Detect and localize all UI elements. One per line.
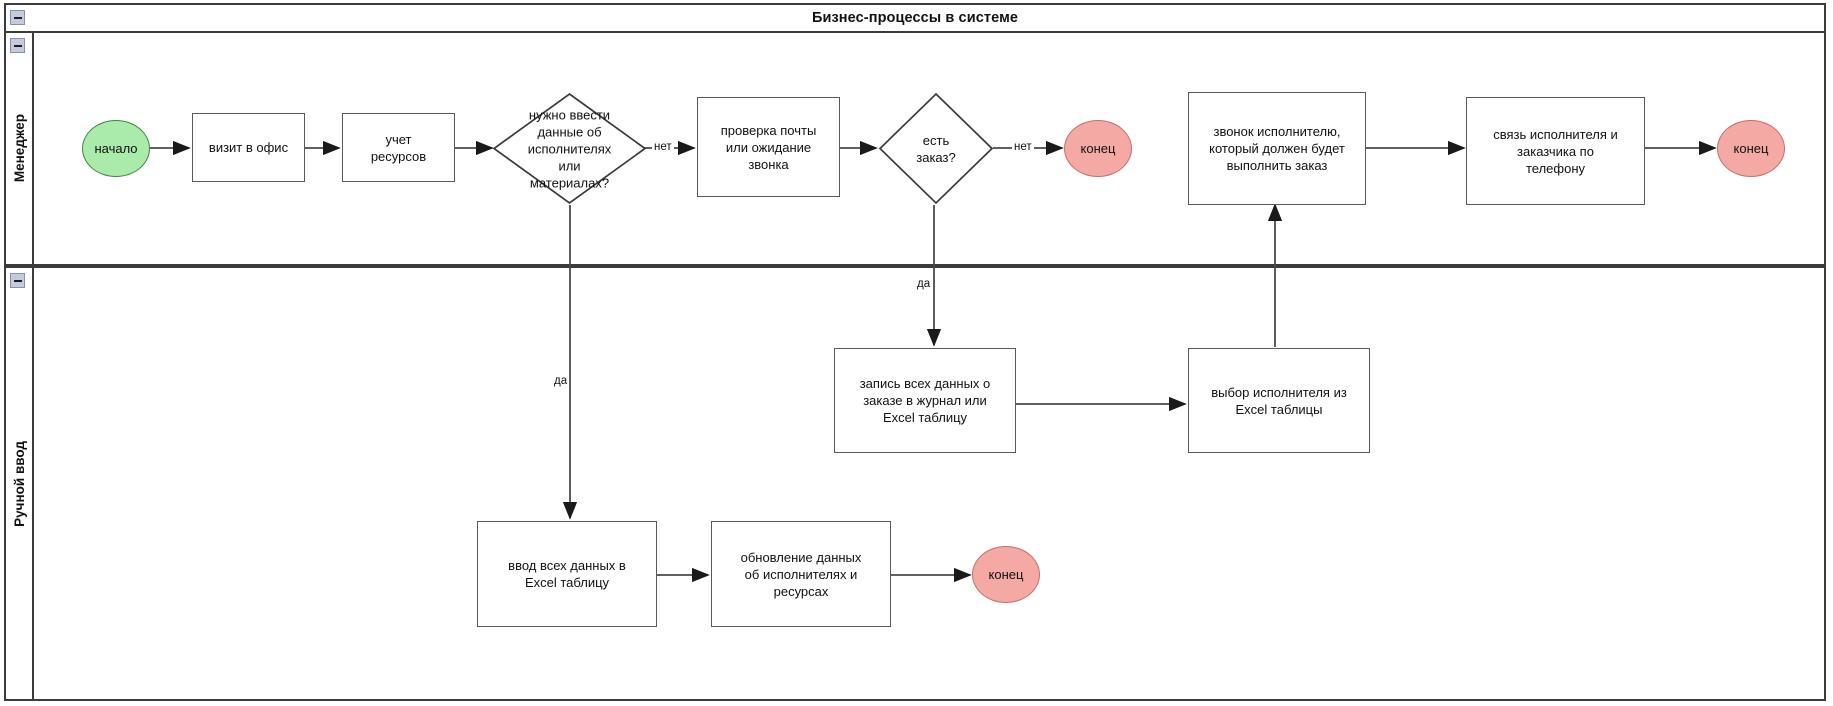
node-resource-accounting[interactable]: учет ресурсов (342, 113, 455, 182)
lane-manual-header: Ручной ввод (6, 268, 34, 699)
edge-label-need-data-no: нет (652, 141, 674, 154)
edge-label-need-data-yes: да (552, 375, 570, 388)
node-link-executor-customer[interactable]: связь исполнителя и заказчика по телефон… (1466, 97, 1645, 205)
node-end-manual[interactable]: конец (972, 546, 1040, 603)
node-update-data[interactable]: обновление данных об исполнителях и ресу… (711, 521, 891, 627)
node-end-final[interactable]: конец (1717, 120, 1785, 177)
node-input-all-data[interactable]: ввод всех данных в Excel таблицу (477, 521, 657, 627)
node-visit-office[interactable]: визит в офис (192, 113, 305, 182)
lane-manager-header: Менеджер (6, 33, 34, 264)
node-decision-has-order[interactable]: есть заказ? (878, 92, 994, 205)
node-decision-need-data[interactable]: нужно ввести данные об исполнителях или … (492, 92, 647, 205)
node-check-mail[interactable]: проверка почты или ожидание звонка (697, 97, 840, 197)
lane-manual: Ручной ввод (4, 266, 1826, 701)
lane-manager-label: Менеджер (11, 114, 27, 183)
lane-manager-collapse-icon[interactable] (10, 38, 25, 53)
pool-title-bar: Бизнес-процессы в системе (4, 3, 1826, 33)
diamond-shape-icon (878, 92, 994, 205)
edge-label-has-order-no: нет (1012, 141, 1034, 154)
node-end-no-order[interactable]: конец (1064, 120, 1132, 177)
edge-label-has-order-yes: да (915, 278, 933, 291)
node-start[interactable]: начало (82, 120, 150, 177)
page-title: Бизнес-процессы в системе (811, 10, 1019, 26)
pool-collapse-icon[interactable] (10, 10, 25, 25)
node-record-order-data[interactable]: запись всех данных о заказе в журнал или… (834, 348, 1016, 453)
diamond-shape-icon (492, 92, 647, 205)
node-call-executor[interactable]: звонок исполнителю, который должен будет… (1188, 92, 1366, 205)
lane-manual-collapse-icon[interactable] (10, 273, 25, 288)
lane-manual-label: Ручной ввод (11, 440, 27, 527)
node-select-executor[interactable]: выбор исполнителя из Excel таблицы (1188, 348, 1370, 453)
